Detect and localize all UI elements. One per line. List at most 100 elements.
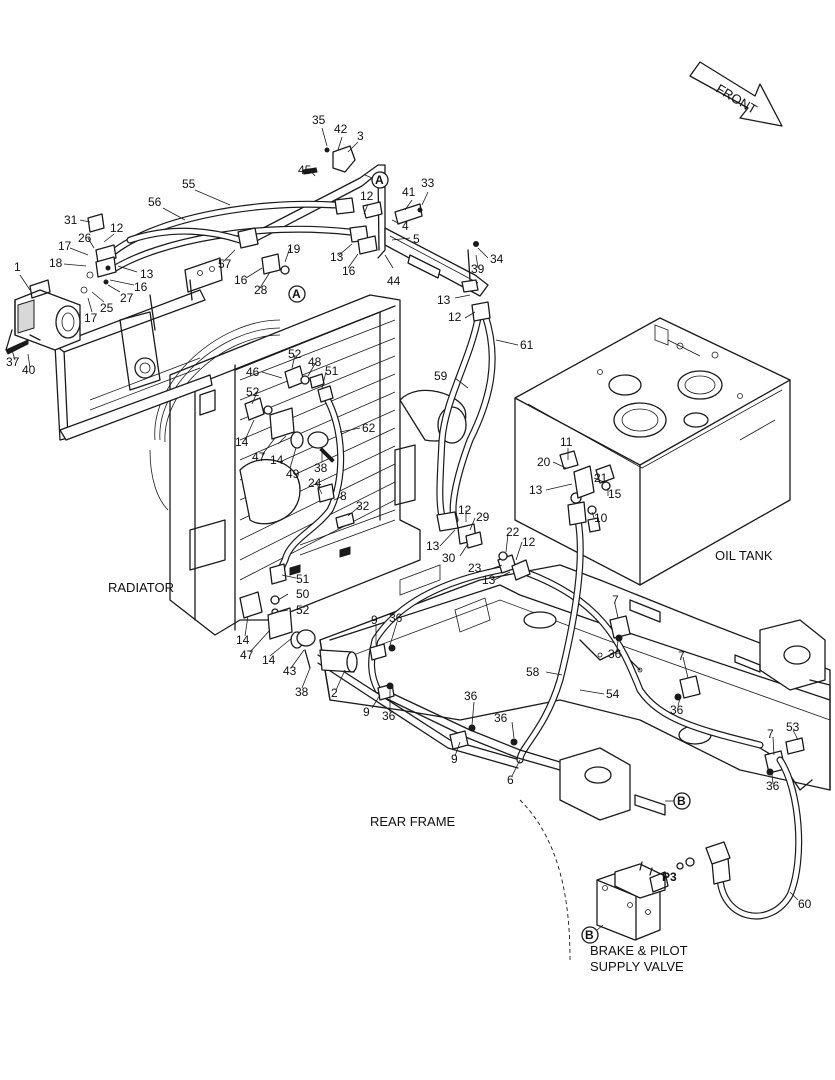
pipe-2 <box>317 649 521 769</box>
callout-19: 19 <box>287 242 301 256</box>
callout-9-top: 9 <box>371 613 378 627</box>
brake-valve-label-2: SUPPLY VALVE <box>590 959 684 974</box>
callout-36-b: 36 <box>382 709 396 723</box>
callout-7-b: 7 <box>678 649 685 663</box>
callout-12-left: 12 <box>110 221 124 235</box>
ref-circle-a-top: A <box>364 171 389 189</box>
fittings-61-59 <box>436 301 491 549</box>
callout-36-e: 36 <box>608 647 622 661</box>
callout-7-c: 7 <box>767 727 774 741</box>
callout-35: 35 <box>312 113 326 127</box>
callout-37: 37 <box>6 355 20 369</box>
callout-numbers: 35 42 3 45 55 56 41 33 12 31 12 26 17 18… <box>6 113 812 911</box>
hose-60 <box>676 756 803 920</box>
callout-10: 10 <box>594 511 608 525</box>
callout-13-hose61: 13 <box>437 293 451 307</box>
front-arrow: FRONT <box>689 61 783 127</box>
callout-58: 58 <box>526 665 540 679</box>
callout-51-top: 51 <box>325 364 339 378</box>
callout-52-bottom: 52 <box>296 603 310 617</box>
callout-49: 49 <box>286 467 300 481</box>
callout-24: 24 <box>308 476 322 490</box>
callout-32: 32 <box>356 499 370 513</box>
callout-51-bottom: 51 <box>296 572 310 586</box>
callout-13-tank: 13 <box>529 483 543 497</box>
fittings-upper <box>80 147 479 294</box>
callout-52-mid: 52 <box>246 385 260 399</box>
rear-frame <box>319 564 831 961</box>
oil-tank <box>514 317 791 586</box>
callout-20: 20 <box>537 455 551 469</box>
callout-36-d: 36 <box>494 711 508 725</box>
callout-59: 59 <box>434 369 448 383</box>
callout-3: 3 <box>357 129 364 143</box>
callout-14-c: 14 <box>236 633 250 647</box>
callout-28: 28 <box>254 283 268 297</box>
callout-34: 34 <box>490 252 504 266</box>
callout-56: 56 <box>148 195 162 209</box>
radiator <box>169 294 467 636</box>
callout-27: 27 <box>120 291 134 305</box>
callout-12-low: 12 <box>522 535 536 549</box>
hose-61 <box>449 311 496 524</box>
callout-45: 45 <box>298 163 312 177</box>
left-bracket-frame <box>54 257 223 441</box>
callout-12-top: 12 <box>360 189 374 203</box>
lower-fittings <box>369 450 805 776</box>
oil-tank-label: OIL TANK <box>715 548 773 563</box>
callout-18: 18 <box>49 256 63 270</box>
callout-52-top: 52 <box>288 347 302 361</box>
callout-30: 30 <box>442 551 456 565</box>
callout-13-left: 13 <box>140 267 154 281</box>
svg-text:B: B <box>677 794 686 808</box>
callout-13-low: 13 <box>482 573 496 587</box>
callout-9-mid: 9 <box>363 705 370 719</box>
callout-29: 29 <box>476 510 490 524</box>
callout-42: 42 <box>334 122 348 136</box>
callout-61: 61 <box>520 338 534 352</box>
hose-9 <box>368 566 504 694</box>
hose-62 <box>274 391 345 579</box>
callout-17-bottom: 17 <box>84 311 98 325</box>
callout-53: 53 <box>786 720 800 734</box>
callout-14-d: 14 <box>262 653 276 667</box>
callout-9-bottom: 9 <box>451 752 458 766</box>
svg-text:B: B <box>585 928 594 942</box>
callout-33: 33 <box>421 176 435 190</box>
callout-36-a: 36 <box>389 611 403 625</box>
callout-57: 57 <box>218 257 232 271</box>
callout-14-b: 14 <box>270 453 284 467</box>
ref-circle-b-valve: B <box>581 924 604 944</box>
callout-38-bottom: 38 <box>295 685 309 699</box>
callout-62: 62 <box>362 421 376 435</box>
callout-15: 15 <box>608 487 622 501</box>
callout-46: 46 <box>246 365 260 379</box>
callout-38-top: 38 <box>314 461 328 475</box>
callout-8: 8 <box>340 489 347 503</box>
rear-frame-label: REAR FRAME <box>370 814 456 829</box>
callout-26: 26 <box>78 231 92 245</box>
ref-circle-b-frame: B <box>665 792 691 810</box>
callout-25: 25 <box>100 301 114 315</box>
pipe-6 <box>384 689 561 771</box>
callout-39: 39 <box>471 262 485 276</box>
callout-60: 60 <box>798 897 812 911</box>
callout-23: 23 <box>468 561 482 575</box>
callout-12-hose61: 12 <box>448 310 462 324</box>
radiator-label: RADIATOR <box>108 580 174 595</box>
callout-13-upper: 13 <box>330 250 344 264</box>
callout-50: 50 <box>296 587 310 601</box>
callout-2: 2 <box>331 686 338 700</box>
callout-13-mid: 13 <box>426 539 440 553</box>
callout-1: 1 <box>14 260 21 274</box>
callout-47-top: 47 <box>252 450 266 464</box>
callout-54: 54 <box>606 687 620 701</box>
hose-57 <box>126 227 244 244</box>
hose-58 <box>516 516 584 764</box>
callout-47-bottom: 47 <box>240 648 254 662</box>
callout-16-upper: 16 <box>342 264 356 278</box>
brake-pilot-supply-valve <box>596 861 669 941</box>
callout-40: 40 <box>22 363 36 377</box>
svg-text:A: A <box>375 173 384 187</box>
